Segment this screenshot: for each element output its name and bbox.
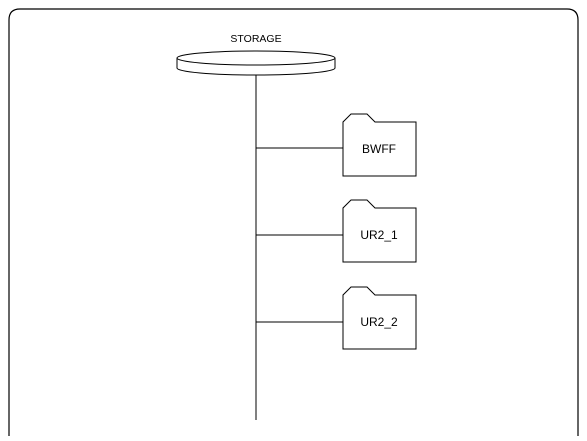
folder-icon (342, 199, 417, 263)
folder-label-bwff: BWFF (362, 142, 396, 156)
folder-icon (342, 113, 417, 177)
folder-ur2-1[interactable]: UR2_1 (342, 199, 417, 263)
storage-disk-icon (176, 50, 336, 76)
folder-ur2-2[interactable]: UR2_2 (342, 286, 417, 350)
diagram-frame (8, 8, 579, 436)
folder-icon (342, 286, 417, 350)
storage-label: STORAGE (230, 33, 281, 45)
folder-bwff[interactable]: BWFF (342, 113, 417, 177)
folder-label-ur2-1: UR2_1 (360, 228, 398, 242)
folder-label-ur2-2: UR2_2 (360, 315, 398, 329)
